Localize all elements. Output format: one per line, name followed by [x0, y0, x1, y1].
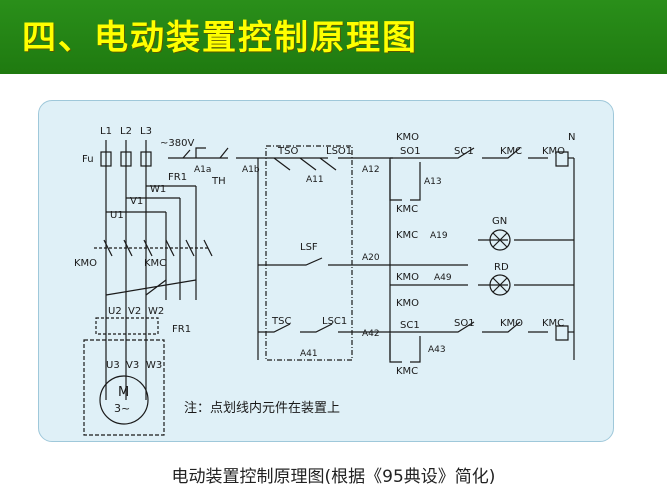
- motor-box: [83, 339, 165, 436]
- label-sc1-top: SC1: [454, 146, 474, 157]
- a12-rung: [390, 147, 569, 167]
- slide-title: 四、电动装置控制原理图: [22, 18, 418, 58]
- tsc-rung: [258, 323, 390, 333]
- label-rd: RD: [494, 262, 509, 273]
- label-kmo-main: KMO: [74, 258, 97, 269]
- label-kmc-hold: KMC: [396, 204, 418, 215]
- label-kmo-top: KMO: [396, 132, 419, 143]
- label-sc1-bot: SC1: [400, 320, 420, 331]
- label-motor-ph: 3~: [114, 402, 130, 415]
- motor-circle: [99, 375, 149, 425]
- label-a49: A49: [434, 273, 452, 283]
- label-lsf: LSF: [300, 242, 318, 253]
- th-contact: [219, 147, 229, 159]
- kmc-contact-3: [203, 239, 213, 257]
- kmc-contact-2: [185, 239, 195, 257]
- label-w2: W2: [148, 306, 164, 317]
- label-kmc-coil-top: KMC: [500, 146, 522, 157]
- fr1-box: [95, 317, 159, 335]
- figure-caption: 电动装置控制原理图(根据《95典设》简化): [171, 467, 496, 487]
- label-u3: U3: [106, 360, 120, 371]
- label-tso: TSO: [277, 146, 298, 157]
- diagram-panel: [38, 100, 614, 442]
- label-lso1: LSO1: [326, 146, 352, 157]
- label-so1-top: SO1: [400, 146, 421, 157]
- label-kmc-coil: KMC: [542, 318, 564, 329]
- gn-lamp-x: [492, 232, 508, 248]
- label-l2: L2: [120, 126, 132, 137]
- label-a12: A12: [362, 165, 380, 175]
- label-th: TH: [211, 176, 226, 187]
- label-gn: GN: [492, 216, 507, 227]
- kmo-contact-3: [143, 239, 153, 257]
- kmc-cross: [105, 279, 197, 296]
- label-u1: U1: [110, 210, 124, 221]
- label-kmc-main: KMC: [144, 258, 166, 269]
- label-a43: A43: [428, 345, 446, 355]
- rd-lamp-x: [492, 277, 508, 293]
- label-u2: U2: [108, 306, 122, 317]
- label-l1: L1: [100, 126, 112, 137]
- label-a19: A19: [430, 231, 448, 241]
- device-frame: [265, 145, 353, 361]
- slide-header: 四、电动装置控制原理图: [0, 0, 667, 74]
- kmc-contact-1: [165, 239, 175, 257]
- label-v380: ~380V: [160, 138, 194, 149]
- label-a42: A42: [362, 329, 380, 339]
- label-fu: Fu: [82, 154, 94, 165]
- rd-lamp: [489, 274, 511, 296]
- label-a1b: A1b: [242, 165, 260, 175]
- label-a20: A20: [362, 253, 380, 263]
- fuse-l2: [120, 151, 132, 167]
- label-a41: A41: [300, 349, 318, 359]
- label-kmc-int: KMC: [396, 366, 418, 377]
- kmo-hold-branch: [389, 334, 421, 363]
- label-kmo-hold: KMO: [396, 298, 419, 309]
- label-kmo-coil: KMO: [542, 146, 565, 157]
- kmc-hold-branch: [389, 160, 421, 201]
- label-kmo-bot: KMO: [500, 318, 523, 329]
- label-a1a: A1a: [194, 165, 211, 175]
- label-lsc1: LSC1: [322, 316, 347, 327]
- label-v3: V3: [126, 360, 139, 371]
- fuse-l1: [100, 151, 112, 167]
- label-v1: V1: [130, 196, 143, 207]
- gn-rung: [390, 239, 574, 266]
- lsf-rung: [258, 257, 390, 266]
- control-circuit-diagram: L1 L2 L3 ~380V Fu FR1 A1a TH A1b W1 V1 U…: [74, 126, 575, 436]
- label-fr1-top: FR1: [168, 172, 187, 183]
- label-a11: A11: [306, 175, 324, 185]
- fr1-contact: [182, 147, 206, 159]
- kmo-contact-2: [123, 239, 133, 257]
- label-kmo-rd: KMO: [396, 272, 419, 283]
- gn-lamp: [489, 229, 511, 251]
- lso1-contact: [319, 157, 337, 171]
- a42-rung: [390, 321, 569, 341]
- label-w1: W1: [150, 184, 166, 195]
- kmo-contact-1: [103, 239, 113, 257]
- label-w3: W3: [146, 360, 162, 371]
- tso-contact: [273, 157, 317, 171]
- label-kmc-gn: KMC: [396, 230, 418, 241]
- label-n: N: [568, 132, 575, 143]
- fuse-l3: [140, 151, 152, 167]
- label-tsc: TSC: [271, 316, 291, 327]
- label-motor-m: M: [118, 385, 129, 400]
- diagram-note: 注：点划线内元件在装置上: [184, 400, 340, 416]
- label-v2: V2: [128, 306, 141, 317]
- label-so1-bot: SO1: [454, 318, 475, 329]
- label-fr1-bottom: FR1: [172, 324, 191, 335]
- label-a13: A13: [424, 177, 442, 187]
- label-l3: L3: [140, 126, 152, 137]
